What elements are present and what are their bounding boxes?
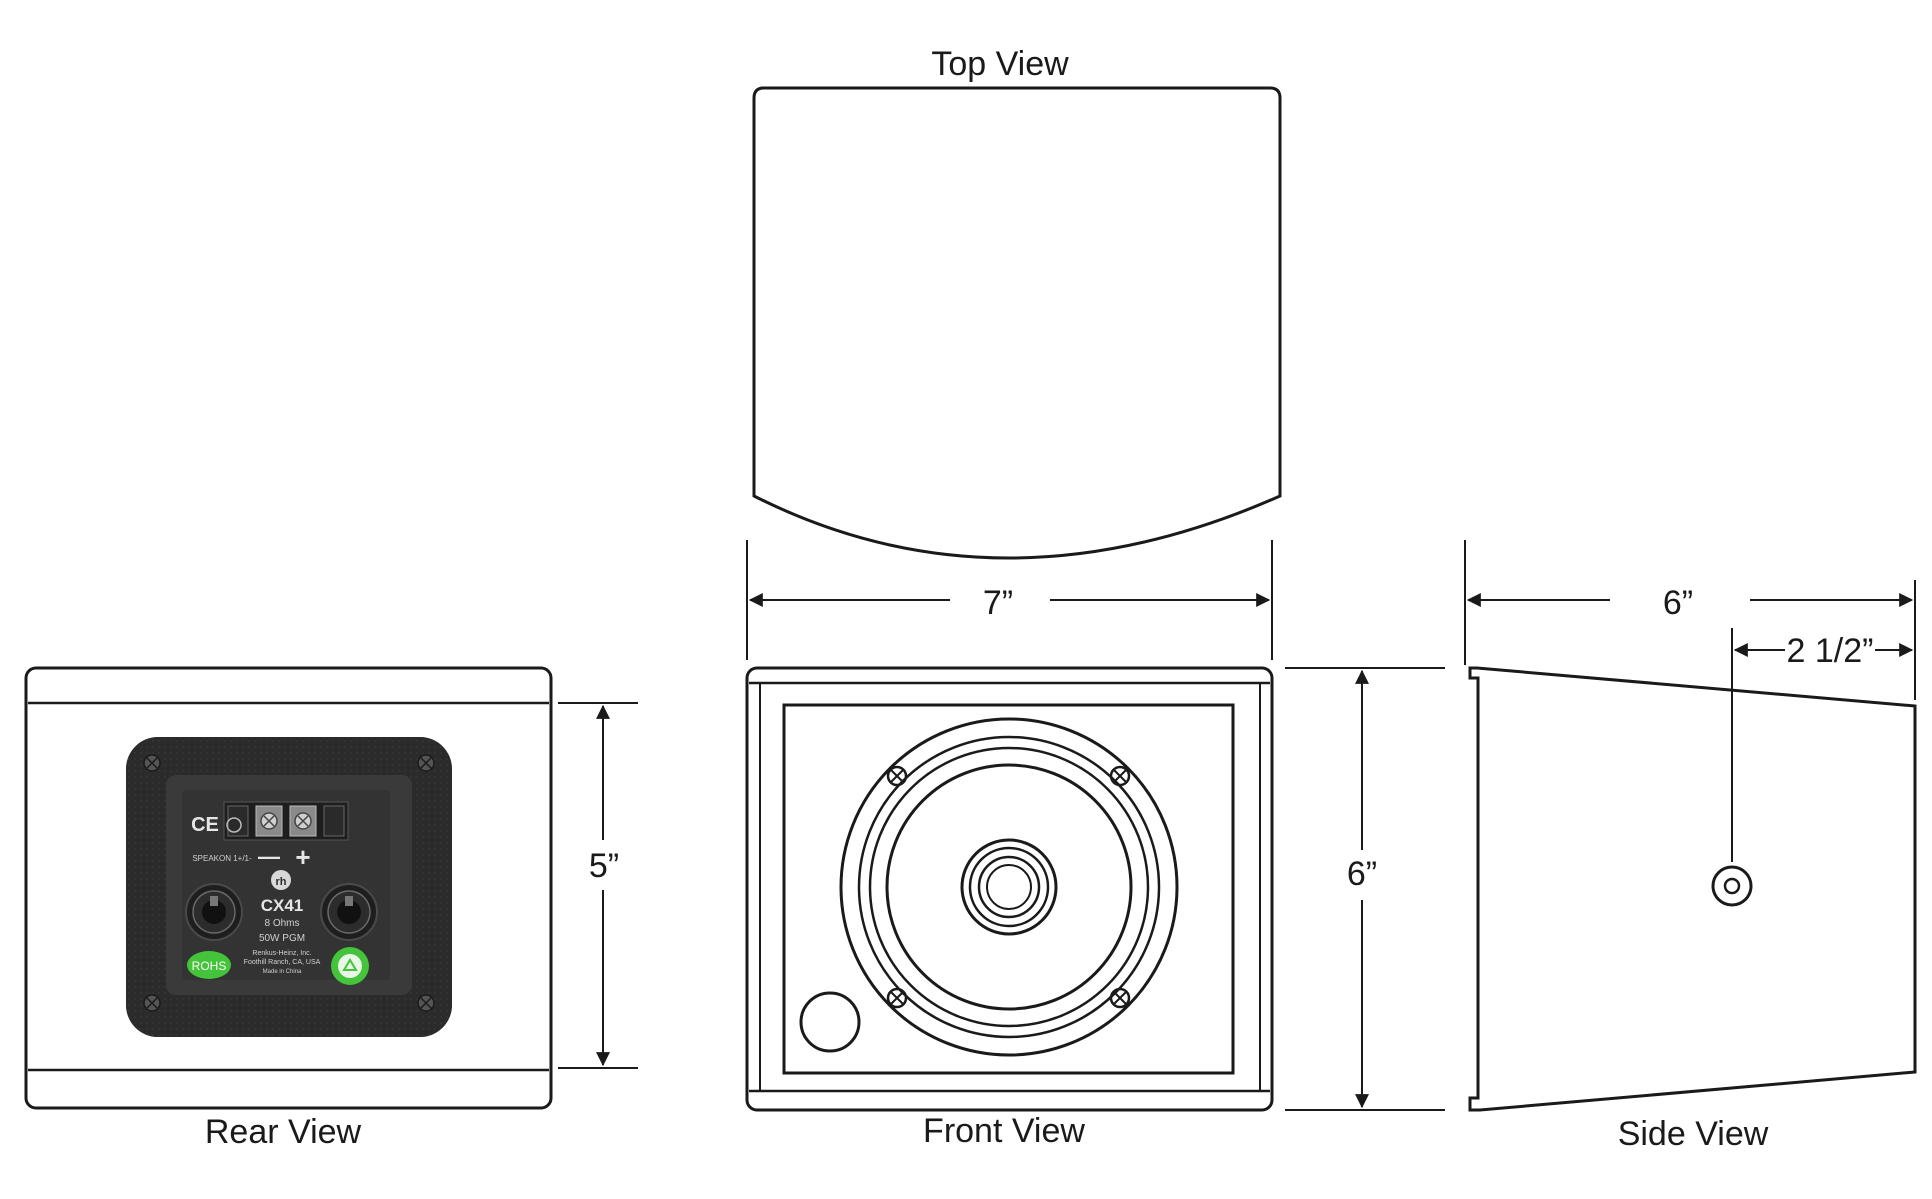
mount-offset-dimension: 2 1/2” xyxy=(1731,628,1914,862)
depth-dimension: 6” xyxy=(1464,540,1916,700)
top-view-title: Top View xyxy=(931,45,1069,83)
side-view: Side View xyxy=(1468,666,1917,1153)
panel-screw xyxy=(417,754,435,772)
rear-height-label: 5” xyxy=(589,847,619,885)
panel-screw xyxy=(143,754,161,772)
power-label: 50W PGM xyxy=(259,933,305,944)
ce-mark: CE xyxy=(191,814,219,836)
mount-offset-label: 2 1/2” xyxy=(1787,632,1874,670)
woofer-screw xyxy=(886,987,908,1009)
model-label: CX41 xyxy=(261,896,304,915)
rear-cabinet xyxy=(24,666,553,1110)
front-grille-frame xyxy=(782,703,1235,1075)
depth-label: 6” xyxy=(1663,584,1693,622)
speakon-connector xyxy=(185,883,243,941)
front-view-title: Front View xyxy=(923,1112,1085,1150)
front-height-label: 6” xyxy=(1347,855,1377,893)
mount-point-outer xyxy=(1711,865,1753,907)
rear-view: CE — + SPEAKON 1+/1- rh CX41 8 Ohms 50W … xyxy=(24,666,553,1151)
bass-port xyxy=(799,991,861,1053)
width-dimension: 7” xyxy=(746,540,1273,660)
speakon-label: SPEAKON 1+/1- xyxy=(192,854,252,863)
woofer-screw xyxy=(1109,987,1131,1009)
top-view-outline xyxy=(752,86,1282,560)
top-view: Top View xyxy=(752,45,1282,560)
front-height-dimension: 6” xyxy=(1285,667,1445,1111)
terminal-strip xyxy=(223,801,349,841)
rear-height-dimension: 5” xyxy=(558,702,638,1069)
terminal-minus-label: — xyxy=(258,844,280,869)
side-view-outline xyxy=(1468,666,1917,1112)
mount-point-inner xyxy=(1723,877,1741,895)
input-panel: CE — + SPEAKON 1+/1- rh CX41 8 Ohms 50W … xyxy=(126,737,452,1037)
speakon-connector xyxy=(320,883,378,941)
svg-text:ROHS: ROHS xyxy=(192,959,227,973)
recycle-badge xyxy=(331,947,369,985)
front-view: Front View xyxy=(745,666,1274,1150)
woofer-dustcap xyxy=(960,838,1058,936)
front-cabinet xyxy=(745,666,1274,1112)
side-view-title: Side View xyxy=(1618,1115,1769,1153)
panel-screw xyxy=(143,994,161,1012)
rohs-badge: ROHS xyxy=(187,951,231,979)
woofer-screw xyxy=(886,765,908,787)
panel-screw xyxy=(417,994,435,1012)
brand-logo xyxy=(271,870,291,890)
rear-view-title: Rear View xyxy=(205,1113,362,1151)
woofer-screw xyxy=(1109,765,1131,787)
maker-line-2: Foothill Ranch, CA, USA xyxy=(244,959,321,966)
terminal-plus-label: + xyxy=(295,842,310,872)
origin-label: Made in China xyxy=(263,969,302,975)
impedance-label: 8 Ohms xyxy=(264,918,299,929)
woofer xyxy=(839,717,1179,1057)
width-label: 7” xyxy=(983,584,1013,622)
maker-line-1: Renkus-Heinz, Inc. xyxy=(252,950,311,957)
brand-mark: rh xyxy=(276,876,287,888)
